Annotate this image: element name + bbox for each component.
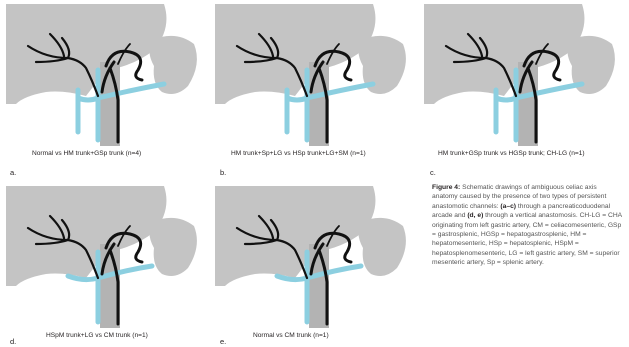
panel-c: HM trunk+GSp trunk vs HGSp trunk; CH-LG … — [424, 0, 624, 150]
diagram-b — [215, 0, 415, 150]
diagram-d — [6, 182, 206, 332]
figure-caption: Figure 4: Schematic drawings of ambiguou… — [432, 183, 624, 268]
caption-part-ac: (a–c) — [500, 203, 516, 210]
panel-caption: HM trunk+Sp+LG vs HSp trunk+LG+SM (n=1) — [231, 150, 366, 157]
panel-letter: e. — [220, 337, 226, 346]
panel-letter: c. — [430, 168, 436, 177]
panel-letter: b. — [220, 168, 226, 177]
diagram-e — [215, 182, 415, 332]
panel-caption: HM trunk+GSp trunk vs HGSp trunk; CH-LG … — [438, 150, 585, 157]
liver-shape — [6, 186, 166, 286]
caption-part-de: (d, e) — [467, 212, 483, 219]
panel-caption: Normal vs HM trunk+GSp trunk (n=4) — [32, 150, 141, 157]
figure-label: Figure 4: — [432, 184, 460, 191]
liver-shape — [215, 186, 375, 286]
panel-caption: HSpM trunk+LG vs CM trunk (n=1) — [46, 332, 148, 339]
caption-abbreviations: CH-LG = CHA originating from left gastri… — [432, 212, 622, 266]
panel-a: Normal vs HM trunk+GSp trunk (n=4) — [6, 0, 206, 150]
spleen-shape — [149, 218, 196, 276]
panel-letter: a. — [10, 168, 16, 177]
diagram-c — [424, 0, 624, 150]
caption-text-de: through a vertical anastomosis. — [483, 212, 579, 219]
panel-caption: Normal vs CM trunk (n=1) — [253, 332, 329, 339]
panel-b: HM trunk+Sp+LG vs HSp trunk+LG+SM (n=1) — [215, 0, 415, 150]
spleen-shape — [358, 218, 405, 276]
panel-e: Normal vs CM trunk (n=1) — [215, 182, 415, 332]
diagram-a — [6, 0, 206, 150]
panel-d: HSpM trunk+LG vs CM trunk (n=1) — [6, 182, 206, 332]
panel-letter: d. — [10, 337, 16, 346]
